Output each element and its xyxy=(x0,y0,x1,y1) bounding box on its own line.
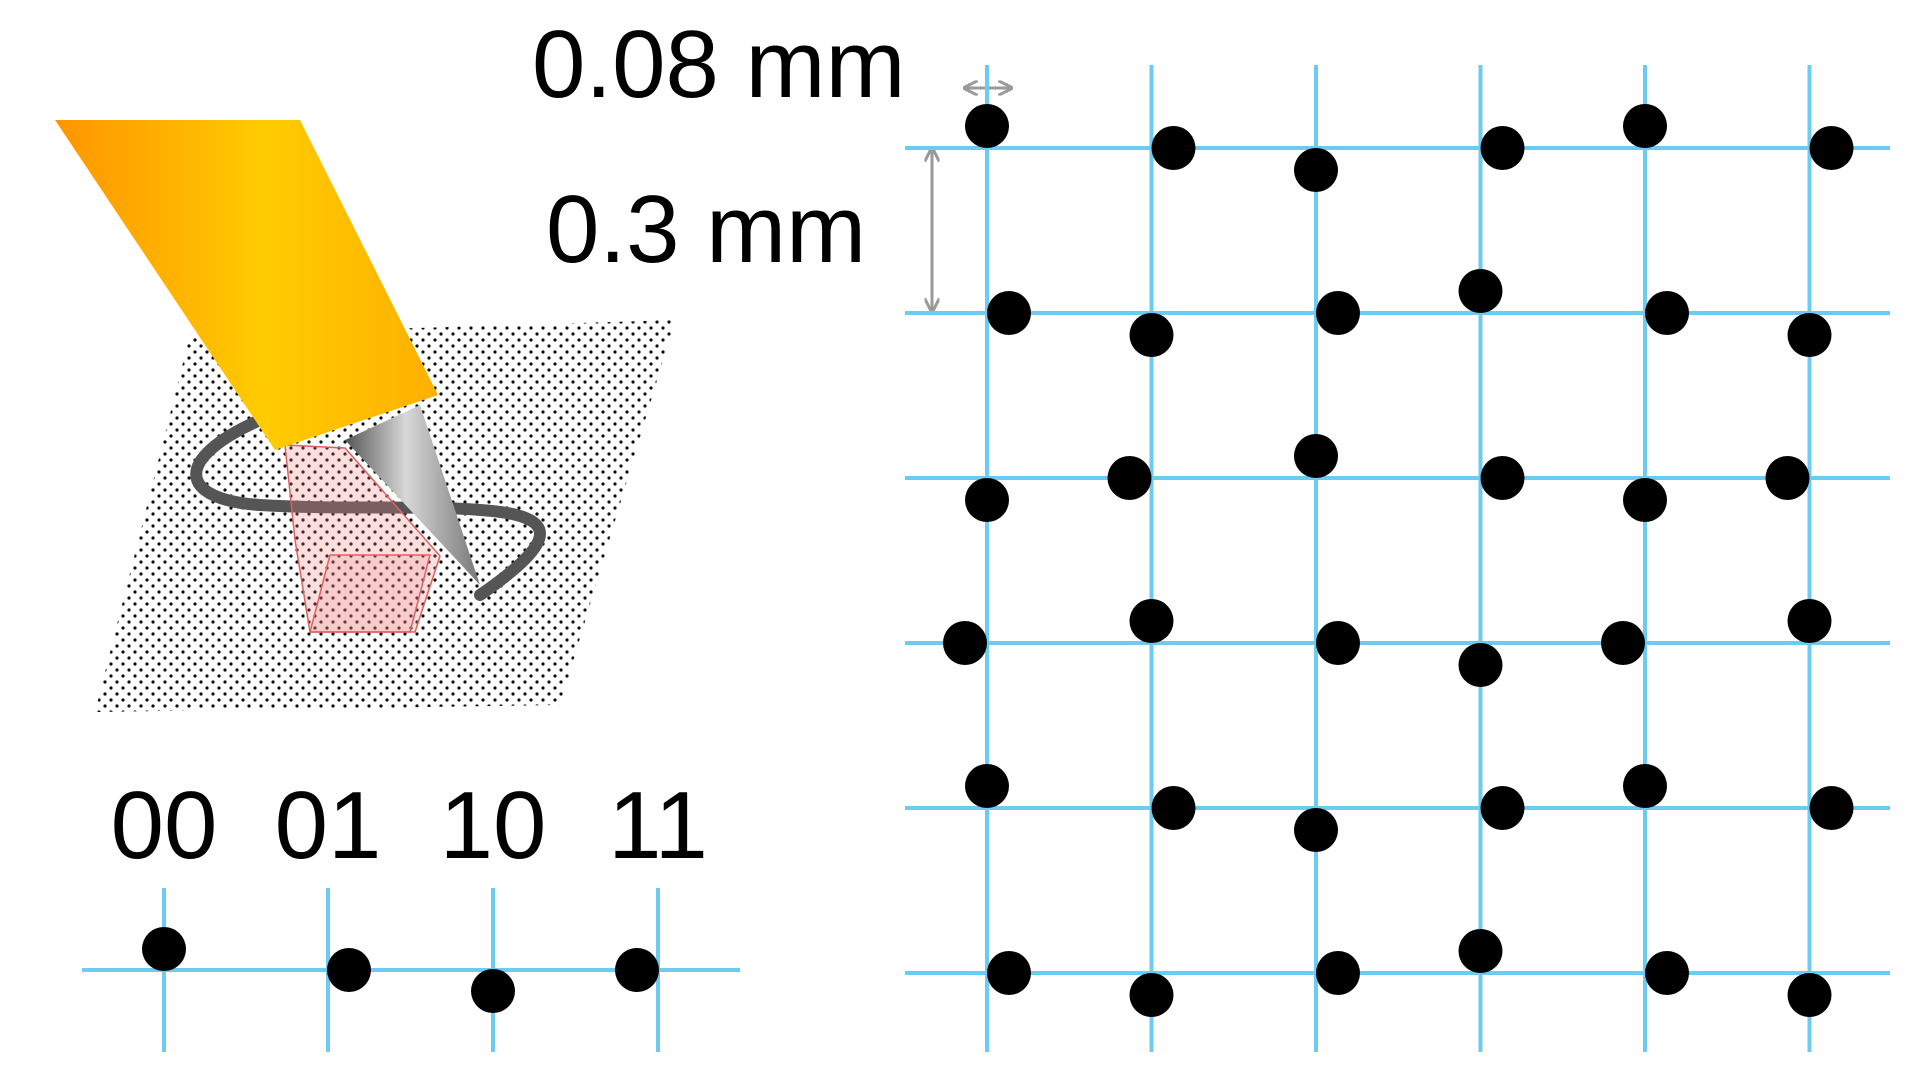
legend-dot xyxy=(615,948,659,992)
pen-tip xyxy=(345,405,480,585)
ink-stroke xyxy=(190,414,546,601)
grid-dot xyxy=(1294,434,1338,478)
dot-offset-label: 0.08 mm xyxy=(532,11,905,118)
grid-dot xyxy=(965,104,1009,148)
grid-dot xyxy=(965,478,1009,522)
legend-code-label: 00 xyxy=(111,772,218,879)
grid-dot xyxy=(987,291,1031,335)
grid-dot xyxy=(1107,456,1152,500)
grid-dot xyxy=(1316,621,1360,665)
camera-view-cone xyxy=(284,444,441,633)
grid-dot xyxy=(1458,269,1503,313)
grid-dot xyxy=(1623,104,1667,148)
grid-dot xyxy=(1316,951,1360,995)
grid-dot xyxy=(1458,929,1503,973)
grid-dot xyxy=(943,621,987,665)
grid-dot xyxy=(965,764,1009,808)
grid-dot xyxy=(1787,313,1832,357)
grid-dot xyxy=(1623,764,1667,808)
grid-dot xyxy=(1787,599,1832,643)
grid-dot xyxy=(1809,126,1854,170)
grid-dot xyxy=(1294,808,1338,852)
dotted-paper xyxy=(95,320,675,712)
grid-dot xyxy=(1129,973,1174,1017)
grid-dot xyxy=(987,951,1031,995)
dimension-annotations: 0.08 mm 0.3 mm xyxy=(532,11,1010,310)
grid-dot xyxy=(1129,599,1174,643)
grid-dot xyxy=(1601,621,1645,665)
grid-dot xyxy=(1645,291,1689,335)
dot-grid xyxy=(905,65,1890,1052)
legend-code-label: 01 xyxy=(275,772,382,879)
grid-dot xyxy=(1787,973,1832,1017)
grid-spacing-label: 0.3 mm xyxy=(546,176,866,283)
grid-dot xyxy=(1458,643,1503,687)
encoding-legend: 00 01 10 11 xyxy=(82,772,740,1052)
pen-body xyxy=(55,120,438,450)
pen-illustration xyxy=(55,120,675,712)
grid-dot xyxy=(1294,148,1338,192)
grid-dot xyxy=(1623,478,1667,522)
legend-dot xyxy=(471,969,515,1013)
grid-dot xyxy=(1480,126,1525,170)
grid-dot xyxy=(1129,313,1174,357)
grid-dot xyxy=(1480,456,1525,500)
grid-dot xyxy=(1151,786,1196,830)
legend-dot xyxy=(327,948,371,992)
legend-code-label: 10 xyxy=(440,772,547,879)
grid-dot xyxy=(1151,126,1196,170)
grid-dot xyxy=(1316,291,1360,335)
grid-dot xyxy=(1809,786,1854,830)
legend-code-label: 11 xyxy=(608,772,708,879)
grid-dot xyxy=(1480,786,1525,830)
camera-view-frame xyxy=(309,554,431,633)
grid-dot xyxy=(1765,456,1810,500)
grid-dot xyxy=(1645,951,1689,995)
legend-dot xyxy=(142,927,186,971)
